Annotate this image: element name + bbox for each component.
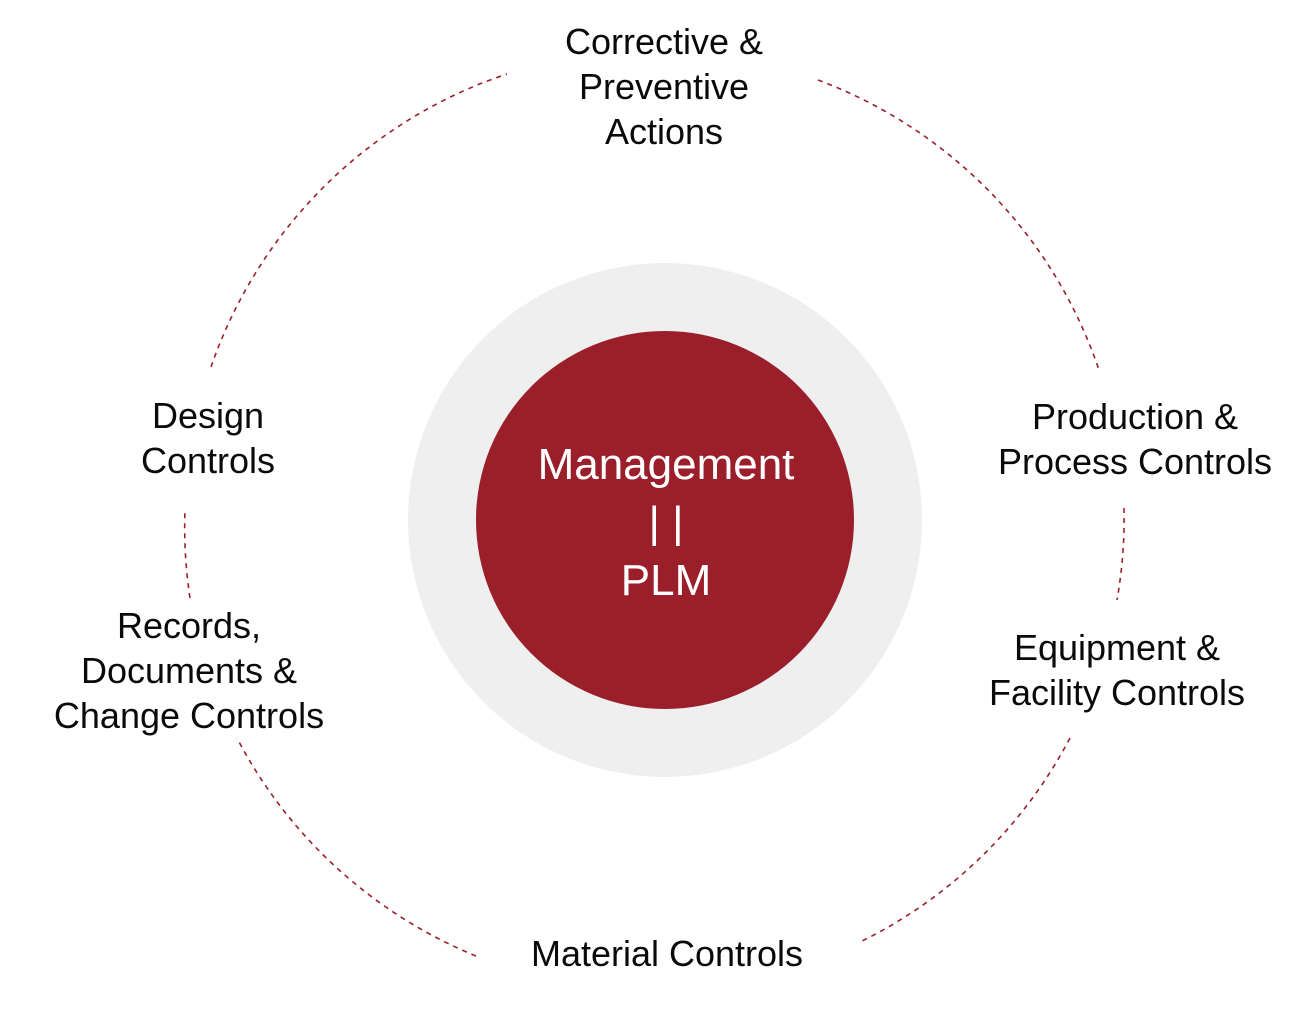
node-line: Corrective & bbox=[564, 21, 764, 62]
ring-arc-bottom-left bbox=[236, 737, 477, 957]
ring-arc-bottom-right bbox=[857, 737, 1071, 944]
hub-subtitle: PLM bbox=[620, 556, 712, 605]
hub-separator: | | bbox=[648, 498, 684, 547]
node-line: Actions bbox=[604, 111, 724, 152]
node-line: Records, bbox=[116, 605, 262, 646]
node-corrective-preventive-actions: Corrective & Preventive Actions bbox=[514, 19, 814, 154]
node-line: Production & bbox=[1031, 396, 1239, 437]
node-line: Facility Controls bbox=[988, 672, 1246, 713]
node-line: Equipment & bbox=[1013, 627, 1221, 668]
ring-arc-top-right bbox=[817, 79, 1100, 371]
node-line: Design bbox=[151, 395, 265, 436]
node-line: Preventive bbox=[578, 66, 750, 107]
node-line: Material Controls bbox=[530, 933, 804, 974]
hub-core bbox=[476, 331, 854, 709]
ring-arc-right bbox=[1116, 507, 1125, 601]
hub-title: Management bbox=[537, 440, 795, 489]
node-equipment-facility-controls: Equipment & Facility Controls bbox=[962, 625, 1272, 715]
node-material-controls: Material Controls bbox=[502, 931, 832, 976]
node-records-documents-change-controls: Records, Documents & Change Controls bbox=[30, 603, 348, 738]
node-line: Controls bbox=[140, 440, 276, 481]
node-design-controls: Design Controls bbox=[98, 393, 318, 483]
node-line: Process Controls bbox=[997, 441, 1273, 482]
node-line: Documents & bbox=[80, 650, 298, 691]
ring-arc-top-left bbox=[210, 73, 508, 368]
ring-arc-left bbox=[183, 509, 191, 599]
outer-ring bbox=[183, 73, 1125, 957]
hub-label: Management | | PLM bbox=[478, 436, 854, 610]
node-line: Change Controls bbox=[53, 695, 325, 736]
node-production-process-controls: Production & Process Controls bbox=[975, 394, 1295, 484]
